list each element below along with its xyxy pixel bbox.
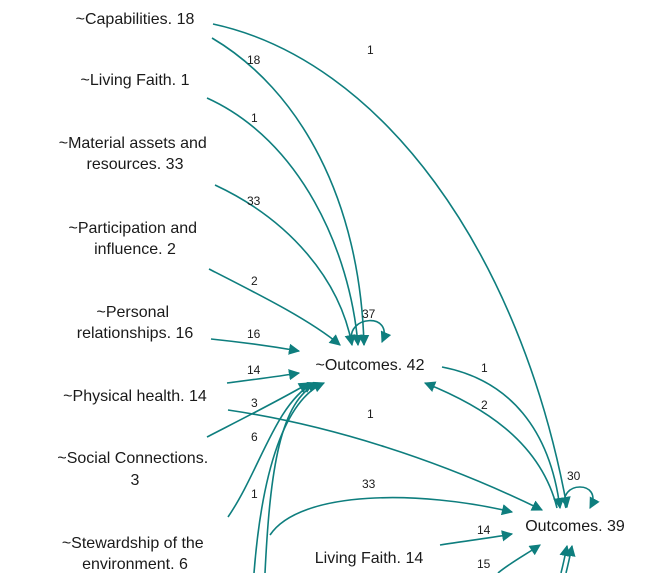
edge-label: 14 — [247, 363, 261, 377]
node-outcomes-neg[interactable]: ~Outcomes. 42 — [316, 357, 425, 374]
edge-stewardship-to-outcomes-neg-c — [253, 381, 326, 573]
edge-outcomes-to-outcomes-neg — [423, 381, 558, 509]
edge-label: 18 — [247, 53, 261, 67]
node-participation[interactable]: ~Participation and influence. 2 — [69, 220, 202, 258]
edge-bottom-to-outcomes-a — [559, 544, 571, 573]
edge-label: 6 — [251, 430, 258, 444]
edge-labels-layer: 1 18 1 33 2 37 16 14 3 6 1 1 2 1 30 33 1… — [247, 43, 581, 571]
node-physical-health[interactable]: ~Physical health. 14 — [63, 388, 207, 405]
node-social-connections[interactable]: ~Social Connections. 3 — [57, 450, 212, 489]
edge-capabilities-to-outcomes — [212, 23, 571, 509]
edge-social-to-outcomes-neg — [206, 382, 310, 438]
edge-relationships-to-outcomes-neg — [210, 338, 301, 355]
edge-label: 15 — [477, 557, 491, 571]
node-material-assets[interactable]: ~Material assets and resources. 33 — [59, 135, 212, 173]
edge-label: 1 — [251, 111, 258, 125]
node-living-faith[interactable]: Living Faith. 14 — [315, 550, 424, 567]
edge-physical-to-outcomes-neg — [226, 369, 301, 384]
edge-capabilities-to-outcomes-neg — [211, 37, 370, 347]
edge-living-faith-neg-to-outcomes-neg — [206, 97, 363, 347]
edge-label: 33 — [247, 194, 261, 208]
edge-participation-to-outcomes-neg — [208, 268, 341, 346]
node-outcomes[interactable]: Outcomes. 39 — [525, 518, 625, 535]
edge-label: 14 — [477, 523, 491, 537]
edge-label: 2 — [481, 398, 488, 412]
nodes-layer: ~Capabilities. 18 ~Living Faith. 1 ~Mate… — [57, 11, 625, 573]
edge-label: 1 — [251, 487, 258, 501]
edge-label: 33 — [362, 477, 376, 491]
edge-label: 30 — [567, 469, 581, 483]
edge-bottom-to-outcomes-b — [564, 544, 576, 573]
edge-label: 37 — [362, 307, 376, 321]
edge-outcomes-neg-to-outcomes — [441, 366, 565, 510]
edge-physical-to-outcomes — [227, 409, 544, 511]
node-living-faith-neg[interactable]: ~Living Faith. 1 — [81, 72, 190, 89]
edge-outcomes-neg-self-loop — [350, 319, 392, 344]
edge-material-to-outcomes-neg — [214, 184, 356, 347]
edge-stewardship-to-outcomes-neg-b — [264, 382, 320, 573]
edge-outcomes-self-loop — [563, 486, 600, 509]
node-stewardship[interactable]: ~Stewardship of the environment. 6 — [62, 535, 208, 573]
edge-label: 1 — [367, 407, 374, 421]
edges-layer — [206, 23, 600, 573]
edge-living-faith-to-outcomes — [439, 530, 514, 546]
edge-label: 16 — [247, 327, 261, 341]
node-capabilities[interactable]: ~Capabilities. 18 — [76, 11, 195, 28]
edge-stewardship-to-outcomes-neg-a — [227, 382, 314, 518]
edge-label: 1 — [481, 361, 488, 375]
edge-material-to-outcomes — [269, 496, 514, 536]
edge-label: 3 — [251, 396, 258, 410]
edge-relationships-to-outcomes — [497, 544, 541, 573]
node-personal-relationships[interactable]: ~Personal relationships. 16 — [77, 304, 194, 342]
edge-label: 2 — [251, 274, 258, 288]
edge-label: 1 — [367, 43, 374, 57]
